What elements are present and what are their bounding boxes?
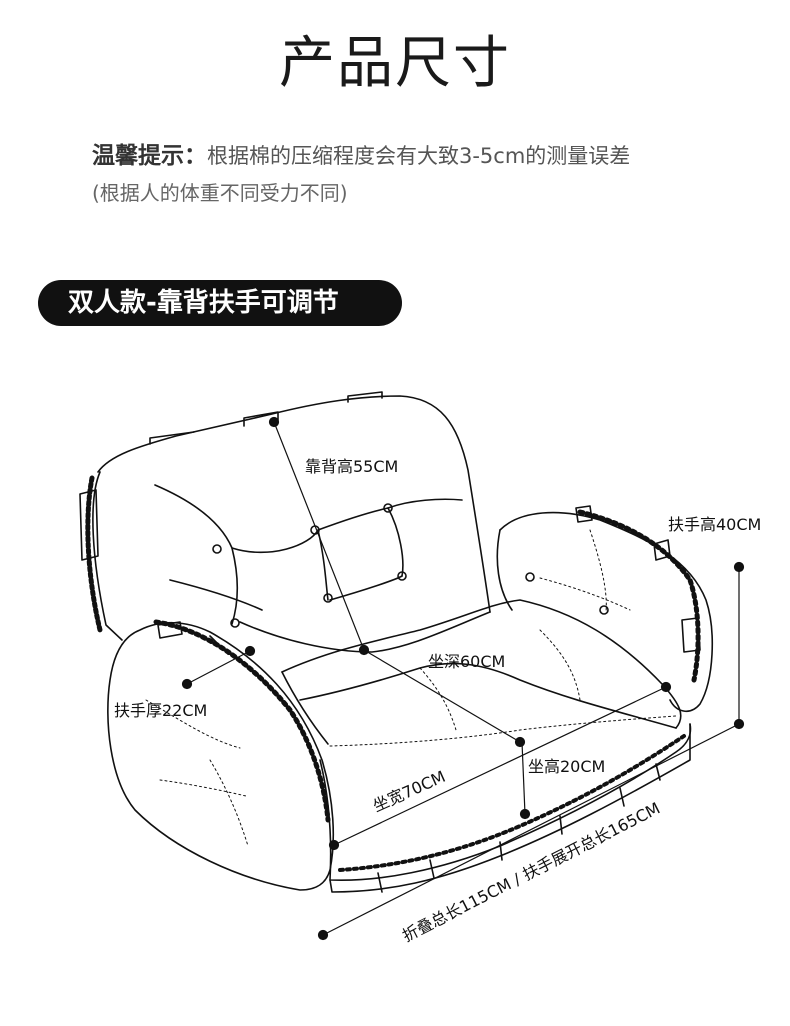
seat-width-point-left xyxy=(328,839,340,851)
seat-width-point-right xyxy=(660,681,672,693)
armrest-height-point-top xyxy=(733,561,745,573)
tip-label: 温馨提示： xyxy=(92,143,207,169)
seat-depth-point xyxy=(514,736,526,748)
seat-depth-line xyxy=(363,649,521,743)
dimension-labels: 靠背高55CM 扶手高40CM 坐深60CM 扶手厚22CM 坐高20CM 坐宽… xyxy=(114,457,761,946)
back-height-line xyxy=(273,421,365,651)
label-seat-height: 坐高20CM xyxy=(528,757,605,776)
total-length-line xyxy=(322,723,740,936)
label-seat-width: 坐宽70CM xyxy=(370,767,448,816)
back-height-point-top xyxy=(268,416,280,428)
tip-line: 温馨提示：根据棉的压缩程度会有大致3-5cm的测量误差 xyxy=(92,136,630,170)
label-armrest-height: 扶手高40CM xyxy=(668,515,761,534)
armrest-thickness-point-left xyxy=(181,678,193,690)
model-badge: 双人款-靠背扶手可调节 xyxy=(38,280,402,326)
armrest-thickness-line xyxy=(186,650,251,685)
label-armrest-thickness: 扶手厚22CM xyxy=(114,701,207,720)
seat-height-point xyxy=(519,808,531,820)
label-seat-depth: 坐深60CM xyxy=(428,652,505,671)
page-title: 产品尺寸 xyxy=(279,31,511,96)
total-length-point xyxy=(317,929,329,941)
label-back-height: 靠背高55CM xyxy=(305,457,398,476)
seat-width-line xyxy=(333,686,667,846)
armrest-thickness-point-right xyxy=(244,645,256,657)
dimension-lines xyxy=(181,416,745,941)
tip-text: 根据棉的压缩程度会有大致3-5cm的测量误差 xyxy=(207,144,631,168)
seat-height-line xyxy=(521,741,526,815)
tip-note: (根据人的体重不同受力不同) xyxy=(92,181,348,205)
